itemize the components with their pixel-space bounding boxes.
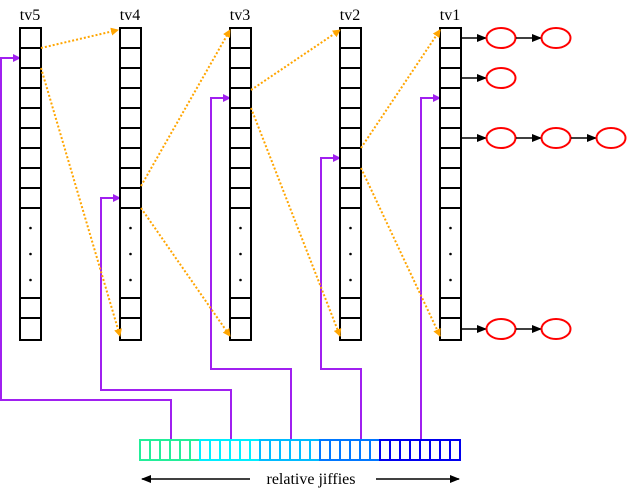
timer-node — [485, 127, 517, 149]
jiffy-slot — [339, 439, 351, 461]
jiffy-slot — [309, 439, 321, 461]
timer-node — [485, 27, 517, 49]
jiffy-slot — [349, 439, 361, 461]
vector-columns: tv5 tv4 tv3 tv2 tv1 — [19, 7, 462, 341]
ellipsis-dot — [129, 252, 132, 256]
timer-node — [485, 318, 517, 340]
timer-list — [462, 127, 627, 149]
jiffy-slot — [139, 439, 151, 461]
vector-tv4: tv4 — [119, 7, 142, 341]
ellipsis-dot — [349, 226, 352, 230]
ellipsis-dot — [349, 252, 352, 256]
ellipsis-dot — [239, 226, 242, 230]
timer-lists — [462, 27, 627, 340]
vector-frame — [119, 27, 142, 341]
ellipsis-dot — [449, 252, 452, 256]
cascade-arrow — [40, 67, 122, 337]
ellipsis-dot — [239, 278, 242, 282]
vector-label: tv2 — [340, 7, 360, 24]
timer-node — [540, 127, 572, 149]
ellipsis-dot — [29, 252, 32, 256]
cascade-arrow — [40, 27, 119, 49]
cascade-arrows — [40, 27, 441, 337]
jiffy-slot — [219, 439, 231, 461]
ellipsis-dot — [239, 252, 242, 256]
jiffy-slot — [259, 439, 271, 461]
index-arrow — [0, 54, 172, 440]
timer-list — [462, 318, 572, 340]
jiffy-slot — [249, 439, 261, 461]
jiffy-slot — [439, 439, 451, 461]
jiffy-slot — [279, 439, 291, 461]
ellipsis-dot — [129, 278, 132, 282]
timer-node — [595, 127, 627, 149]
index-arrow — [420, 94, 441, 440]
ellipsis-dot — [349, 278, 352, 282]
vector-label: tv1 — [440, 7, 460, 24]
relative-jiffies-bar — [139, 439, 461, 461]
jiffy-slot — [269, 439, 281, 461]
index-arrow — [320, 154, 362, 440]
vector-tv3: tv3 — [229, 7, 252, 341]
index-arrows — [0, 54, 441, 440]
jiffy-slot — [419, 439, 431, 461]
jiffy-slot — [199, 439, 211, 461]
jiffy-slot — [319, 439, 331, 461]
timer-node — [540, 318, 572, 340]
jiffy-slot — [429, 439, 441, 461]
vector-frame — [339, 27, 362, 341]
timer-list — [462, 67, 517, 89]
vector-tv1: tv1 — [439, 7, 462, 341]
jiffy-slot — [149, 439, 161, 461]
vector-label: tv5 — [20, 7, 40, 24]
cascade-arrow — [360, 167, 441, 337]
vector-frame — [229, 27, 252, 341]
cascade-arrow — [360, 29, 441, 149]
timer-node — [485, 67, 517, 89]
timer-list — [462, 27, 572, 49]
vector-label: tv4 — [120, 7, 140, 24]
jiffy-slot — [209, 439, 221, 461]
timer-node — [540, 27, 572, 49]
cascade-arrow — [140, 29, 231, 187]
jiffy-slot — [409, 439, 421, 461]
jiffy-slot — [229, 439, 241, 461]
cascade-arrow — [250, 29, 341, 91]
jiffy-slot — [359, 439, 371, 461]
jiffy-slot — [299, 439, 311, 461]
jiffy-slot — [399, 439, 411, 461]
jiffy-slot — [449, 439, 461, 461]
index-arrow — [100, 194, 232, 440]
cascade-arrow — [250, 107, 342, 337]
jiffy-slot — [389, 439, 401, 461]
vector-tv5: tv5 — [19, 7, 42, 341]
ellipsis-dot — [29, 278, 32, 282]
vector-frame — [19, 27, 42, 341]
jiffy-slot — [369, 439, 381, 461]
jiffy-slot — [329, 439, 341, 461]
jiffy-slot — [289, 439, 301, 461]
jiffy-slot — [239, 439, 251, 461]
jiffy-slot — [179, 439, 191, 461]
ellipsis-dot — [449, 278, 452, 282]
index-arrow — [210, 94, 292, 440]
vector-label: tv3 — [230, 7, 250, 24]
ellipsis-dot — [449, 226, 452, 230]
vector-frame — [439, 27, 462, 341]
jiffy-slot — [169, 439, 181, 461]
jiffy-slot — [379, 439, 391, 461]
ellipsis-dot — [29, 226, 32, 230]
jiffy-slot — [189, 439, 201, 461]
vector-tv2: tv2 — [339, 7, 362, 341]
ellipsis-dot — [129, 226, 132, 230]
axis-label: relative jiffies — [267, 471, 356, 488]
cascade-arrow — [140, 207, 231, 337]
jiffy-slot — [159, 439, 171, 461]
